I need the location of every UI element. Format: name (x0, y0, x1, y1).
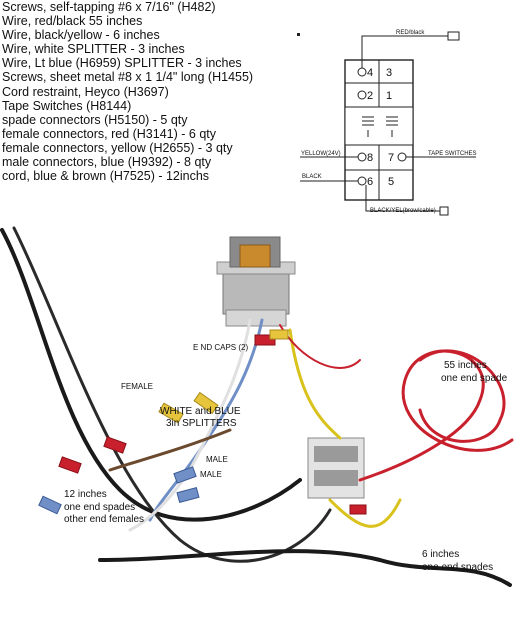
parts-list-item: Wire, black/yellow - 6 inches (2, 28, 160, 43)
splitters-label-line2: 3in SPLITTERS (166, 418, 237, 429)
bottom-wire-line (365, 185, 440, 212)
bottom-connector (439, 206, 449, 216)
male-label: MALE (206, 455, 228, 464)
terminal-6-label: 6 (367, 176, 373, 188)
parts-list-item: Wire, white SPLITTER - 3 inches (2, 42, 185, 57)
parts-list-item: female connectors, yellow (H2655) - 3 qt… (2, 140, 233, 155)
terminal-3-label: 3 (386, 67, 392, 79)
terminal-2-circle (357, 90, 367, 100)
twelve-inches-line1: 12 inches (64, 489, 107, 500)
black-yel-label: BLACK/YEL(brow/cable) (370, 208, 436, 214)
terminal-2-label: 2 (367, 90, 373, 102)
red-black-label: RED/black (396, 30, 425, 36)
terminal-5-label: 5 (388, 176, 394, 188)
twelve-inches-line2: one end spades (64, 502, 135, 513)
terminal-8-label: 8 (367, 152, 373, 164)
connectors (38, 329, 367, 515)
transformer (216, 236, 296, 327)
male-label-2: MALE (200, 470, 222, 479)
parts-list-item: Wire, Lt blue (H6959) SPLITTER - 3 inche… (2, 56, 242, 71)
end-caps-label: E ND CAPS (2) (193, 343, 248, 352)
terminal-4-label: 4 (367, 67, 373, 79)
fiftyfive-inches-line1: 55 inches (444, 360, 487, 371)
splitters-label-line1: WHITE and BLUE (160, 406, 241, 417)
terminal-7-label: 7 (388, 152, 394, 164)
parts-list-item: Cord restraint, Heyco (H3697) (2, 84, 169, 99)
six-inches-line2: one end spades (422, 562, 493, 573)
red-black-wire-line (361, 35, 448, 68)
parts-list-item: Wire, red/black 55 inches (2, 14, 143, 29)
six-inches-line1: 6 inches (422, 549, 459, 560)
female-label: FEMALE (121, 382, 153, 391)
parts-list-item: cord, blue & brown (H7525) - 12inchs (2, 169, 210, 184)
black-label: BLACK (302, 174, 322, 180)
red-black-connector (447, 31, 460, 41)
yellow-wire (288, 328, 402, 528)
twelve-inches-line3: other end females (64, 514, 144, 525)
parts-list-item: male connectors, blue (H9392) - 8 qty (2, 155, 212, 170)
terminal-block-photo (307, 437, 365, 499)
terminal-1-label: 1 (386, 90, 392, 102)
parts-list-item: Screws, self-tapping #6 x 7/16" (H482) (2, 0, 216, 14)
black-cord-wire (0, 228, 302, 522)
parts-list-item: spade connectors (H5150) - 5 qty (2, 112, 188, 127)
red-coil-wire-2 (418, 349, 506, 443)
parts-list-item: Screws, sheet metal #8 x 1 1/4" long (H1… (2, 70, 254, 85)
parts-list-item: Tape Switches (H8144) (2, 98, 132, 113)
fiftyfive-inches-line2: one end spade (441, 373, 508, 384)
brown-wire (108, 428, 232, 472)
black-main-wire (98, 549, 512, 587)
corner-mark (297, 33, 300, 36)
tape-switches-label: TAPE SWITCHES (428, 151, 477, 157)
yellow-24v-label: YELLOW(24V) (301, 151, 341, 157)
parts-list: Screws, self-tapping #6 x 7/16" (H482) W… (2, 0, 253, 183)
parts-list-item: female connectors, red (H3141) - 6 qty (2, 126, 216, 141)
white-wire (128, 318, 252, 532)
